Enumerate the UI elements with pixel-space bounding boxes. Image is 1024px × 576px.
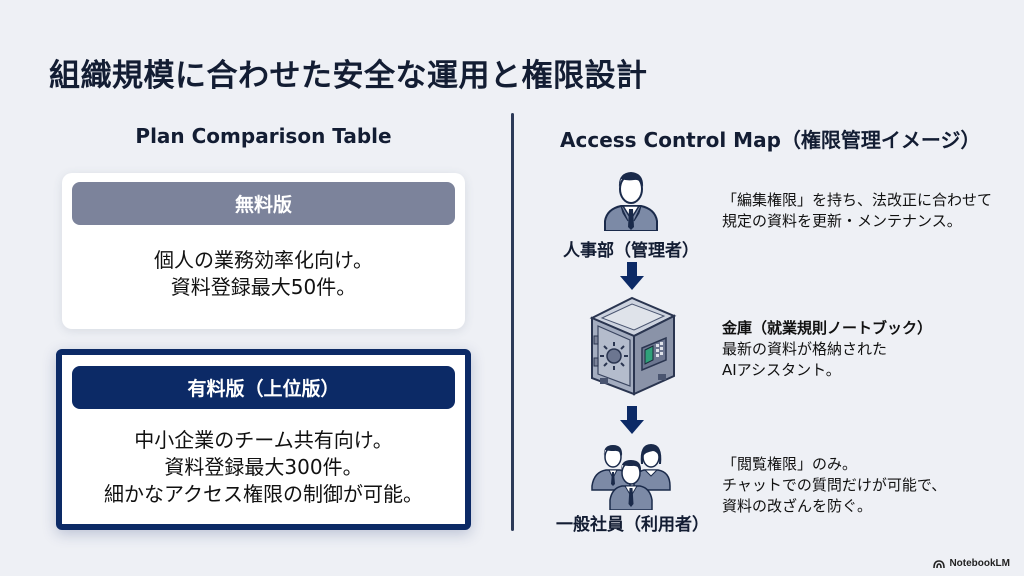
desc-line: 「編集権限」を持ち、法改正に合わせて: [722, 191, 993, 209]
plan-line: 個人の業務効率化向け。: [154, 248, 373, 272]
plan-line: 資料登録最大50件。: [170, 275, 357, 299]
plan-line: 中小企業のチーム共有向け。: [134, 428, 393, 452]
plan-header-paid: 有料版（上位版）: [72, 366, 455, 409]
desc-line: 資料の改ざんを防ぐ。: [722, 497, 873, 515]
user-role-description: 「閲覧権限」のみ。 チャットでの質問だけが可能で、 資料の改ざんを防ぐ。: [722, 454, 946, 517]
desc-line: 最新の資料が格納された: [722, 340, 888, 358]
desc-line: AIアシスタント。: [722, 361, 841, 379]
admin-role-description: 「編集権限」を持ち、法改正に合わせて 規定の資料を更新・メンテナンス。: [722, 190, 992, 232]
notebooklm-branding: NotebookLM: [933, 558, 1010, 569]
plan-line: 資料登録最大300件。: [164, 455, 363, 479]
safe-description: 金庫（就業規則ノートブック） 最新の資料が格納された AIアシスタント。: [722, 318, 932, 381]
desc-line: チャットでの質問だけが可能で、: [722, 476, 947, 494]
arrow-down-icon: [620, 406, 644, 434]
desc-line: 「閲覧権限」のみ。: [722, 455, 858, 473]
plan-line: 細かなアクセス権限の制御が可能。: [104, 482, 423, 506]
vertical-divider: [511, 113, 514, 531]
notebooklm-logo-icon: [933, 559, 946, 568]
desc-line: 規定の資料を更新・メンテナンス。: [722, 212, 962, 230]
safe-title: 金庫（就業規則ノートブック）: [722, 319, 933, 337]
safe-icon: [589, 296, 677, 396]
admin-person-icon: [604, 172, 658, 231]
arrow-down-icon: [620, 262, 644, 290]
users-group-icon: [591, 444, 671, 510]
admin-role-label: 人事部（管理者）: [563, 241, 699, 261]
branding-label: NotebookLM: [949, 558, 1010, 569]
user-role-label: 一般社員（利用者）: [556, 515, 709, 535]
plan-header-free: 無料版: [72, 182, 455, 225]
slide-title: 組織規模に合わせた安全な運用と権限設計: [49, 58, 648, 94]
plan-card-paid: 有料版（上位版） 中小企業のチーム共有向け。 資料登録最大300件。 細かなアク…: [56, 349, 471, 530]
plan-description-paid: 中小企業のチーム共有向け。 資料登録最大300件。 細かなアクセス権限の制御が可…: [62, 427, 465, 508]
plan-card-free: 無料版 個人の業務効率化向け。 資料登録最大50件。: [62, 173, 465, 329]
access-map-title: Access Control Map（権限管理イメージ）: [560, 128, 981, 152]
plan-description-free: 個人の業務効率化向け。 資料登録最大50件。: [62, 247, 465, 301]
plan-comparison-title: Plan Comparison Table: [135, 124, 392, 148]
